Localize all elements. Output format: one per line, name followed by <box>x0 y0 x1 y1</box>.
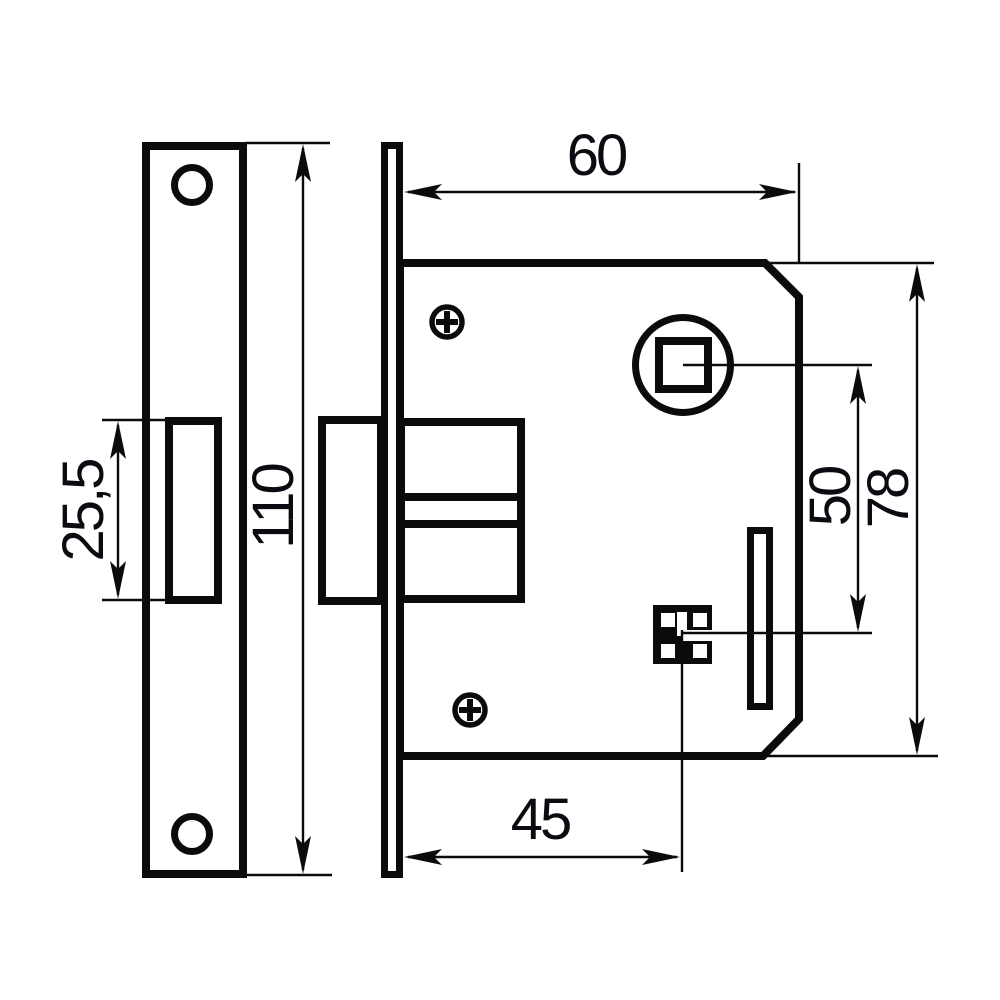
arrow-left-icon <box>404 849 442 865</box>
dimension-lines <box>102 141 938 877</box>
arrow-up-icon <box>850 366 866 404</box>
front-plate-screw-hole-top <box>171 164 213 206</box>
arrow-right-icon <box>642 849 680 865</box>
latch-bolt-body <box>397 418 525 603</box>
dim-label-body-height: 78 <box>856 469 921 529</box>
screw-icon-top <box>429 304 465 340</box>
latch-guide-line-upper <box>397 493 525 501</box>
screw-icon-bottom <box>452 692 488 728</box>
arrow-up-icon <box>909 264 925 302</box>
dim-label-centre-spacing: 50 <box>798 467 863 527</box>
latch-cutout <box>165 417 222 604</box>
arrowhead-icons <box>110 144 925 874</box>
spindle-square-hole <box>655 337 712 393</box>
front-plate-screw-hole-bottom <box>171 813 213 855</box>
arrow-down-icon <box>295 836 311 874</box>
dim-label-body-depth: 60 <box>566 123 628 188</box>
arrow-up-icon <box>295 144 311 182</box>
front-plate <box>142 142 247 878</box>
latch-guide-line-lower <box>397 520 525 528</box>
lever-slot <box>747 527 773 710</box>
arrow-up-icon <box>110 421 126 459</box>
dim-label-cutout-height: 25,5 <box>51 460 116 562</box>
dim-label-backset: 45 <box>510 787 572 852</box>
arrow-down-icon <box>850 594 866 632</box>
latch-bolt-head <box>318 416 385 605</box>
dim-label-plate-height: 110 <box>241 465 306 549</box>
arrow-down-icon <box>909 717 925 755</box>
arrow-left-icon <box>404 184 442 200</box>
arrow-right-icon <box>759 184 797 200</box>
arrow-down-icon <box>110 561 126 599</box>
